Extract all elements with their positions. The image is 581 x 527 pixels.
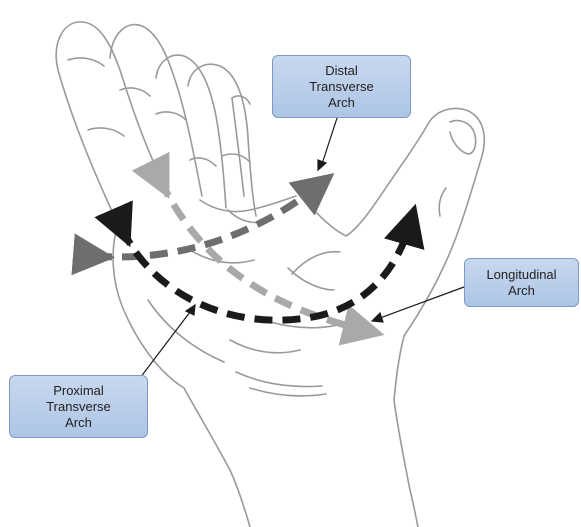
distal-label-line-2: Transverse <box>309 79 374 95</box>
proximal-label-line-1: Proximal <box>53 383 104 399</box>
longitudinal-label-line-2: Arch <box>508 283 535 299</box>
longitudinal-label-line-1: Longitudinal <box>486 267 556 283</box>
longitudinal-arch-label: Longitudinal Arch <box>464 258 579 307</box>
longitudinal-pointer <box>380 287 464 318</box>
distal-transverse-arrow <box>94 186 318 257</box>
proximal-transverse-arch-label: Proximal Transverse Arch <box>9 375 148 438</box>
hand-outline <box>56 22 484 527</box>
arch-arrows <box>94 180 410 330</box>
proximal-transverse-arrow <box>122 224 410 320</box>
distal-transverse-arch-label: Distal Transverse Arch <box>272 55 411 118</box>
distal-pointer <box>322 115 338 164</box>
proximal-label-line-2: Transverse <box>46 399 111 415</box>
distal-label-line-3: Arch <box>328 95 355 111</box>
distal-label-line-1: Distal <box>325 63 358 79</box>
proximal-label-line-3: Arch <box>65 415 92 431</box>
